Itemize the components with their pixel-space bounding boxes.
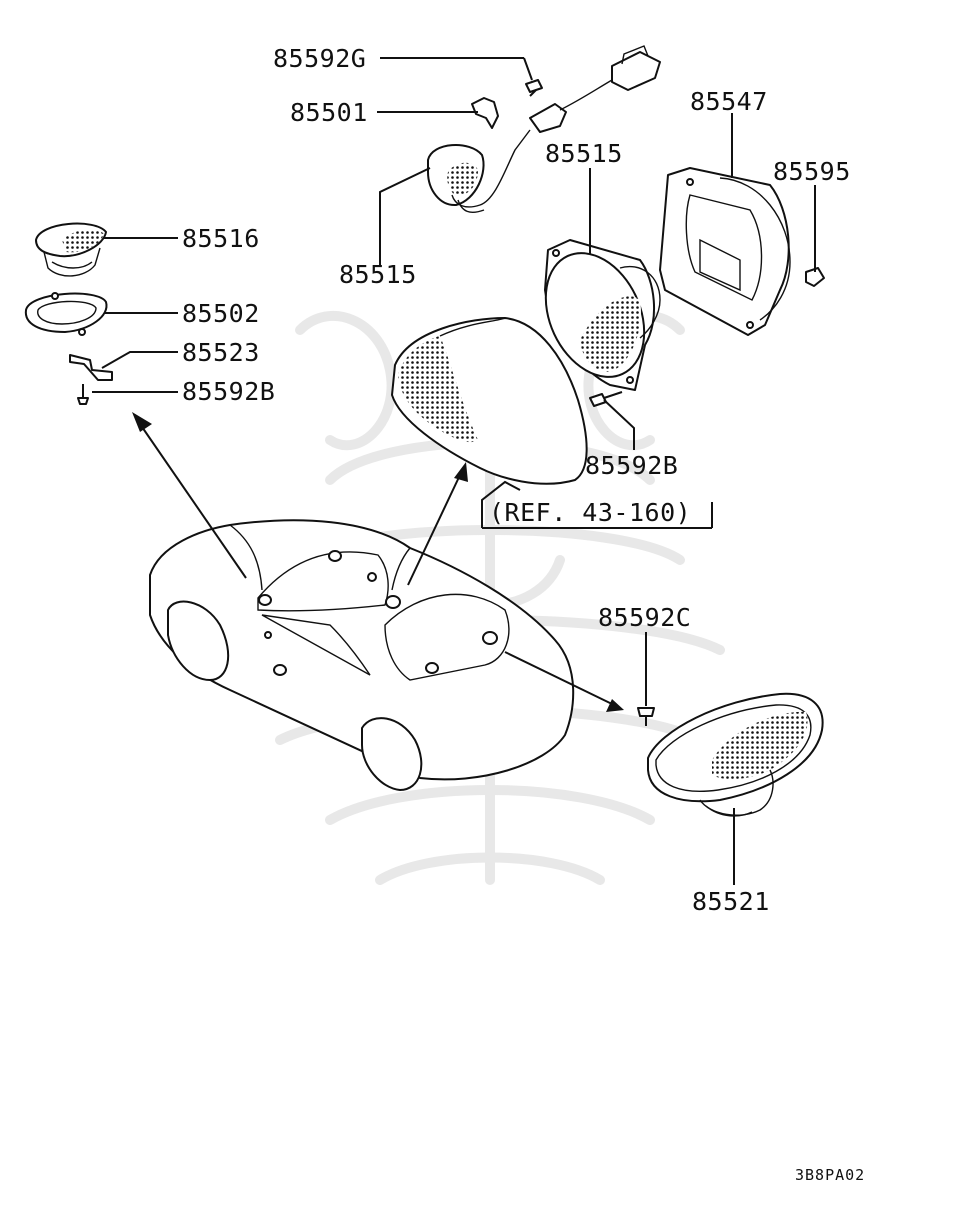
- callout-85592g: 85592G: [273, 44, 366, 73]
- screw-85592g: [525, 79, 543, 97]
- leader-lines: [92, 57, 816, 885]
- callout-85515-door: 85515: [545, 139, 623, 168]
- callout-85547: 85547: [690, 87, 768, 116]
- clip-85501: [471, 97, 499, 129]
- harness-connector: [529, 45, 661, 133]
- callout-85595: 85595: [773, 157, 851, 186]
- car-body-illustration: [149, 519, 575, 791]
- door-trim-reference-panel: [391, 317, 588, 485]
- callout-85502: 85502: [182, 299, 260, 328]
- speaker-adapter-85547: [659, 167, 791, 336]
- callout-85592c: 85592C: [598, 603, 691, 632]
- screw-85592c: [637, 707, 655, 726]
- screw-85592b-left: [77, 384, 89, 405]
- tweeter-85515-upper: [427, 129, 531, 213]
- callout-85523: 85523: [182, 338, 260, 367]
- door-speaker-85515: [544, 239, 661, 391]
- rear-speaker-85521: [647, 692, 824, 817]
- callout-85592b-left: 85592B: [182, 377, 275, 406]
- callout-85516: 85516: [182, 224, 260, 253]
- reference-note: (REF. 43-160): [489, 498, 691, 527]
- callout-labels: 85592G 85501 85515 85515 85547 85595 855…: [182, 44, 865, 1184]
- callout-85515-upper: 85515: [339, 260, 417, 289]
- mounting-bracket-85523: [69, 354, 113, 381]
- tweeter-cover-85516: [35, 222, 107, 277]
- callout-85501: 85501: [290, 98, 368, 127]
- callout-85521: 85521: [692, 887, 770, 916]
- screw-85592b-right: [589, 391, 623, 407]
- callout-85592b-right: 85592B: [585, 451, 678, 480]
- tweeter-bracket-85502: [24, 292, 108, 336]
- direction-arrows: [132, 412, 624, 712]
- diagram-code: 3B8PA02: [795, 1166, 865, 1184]
